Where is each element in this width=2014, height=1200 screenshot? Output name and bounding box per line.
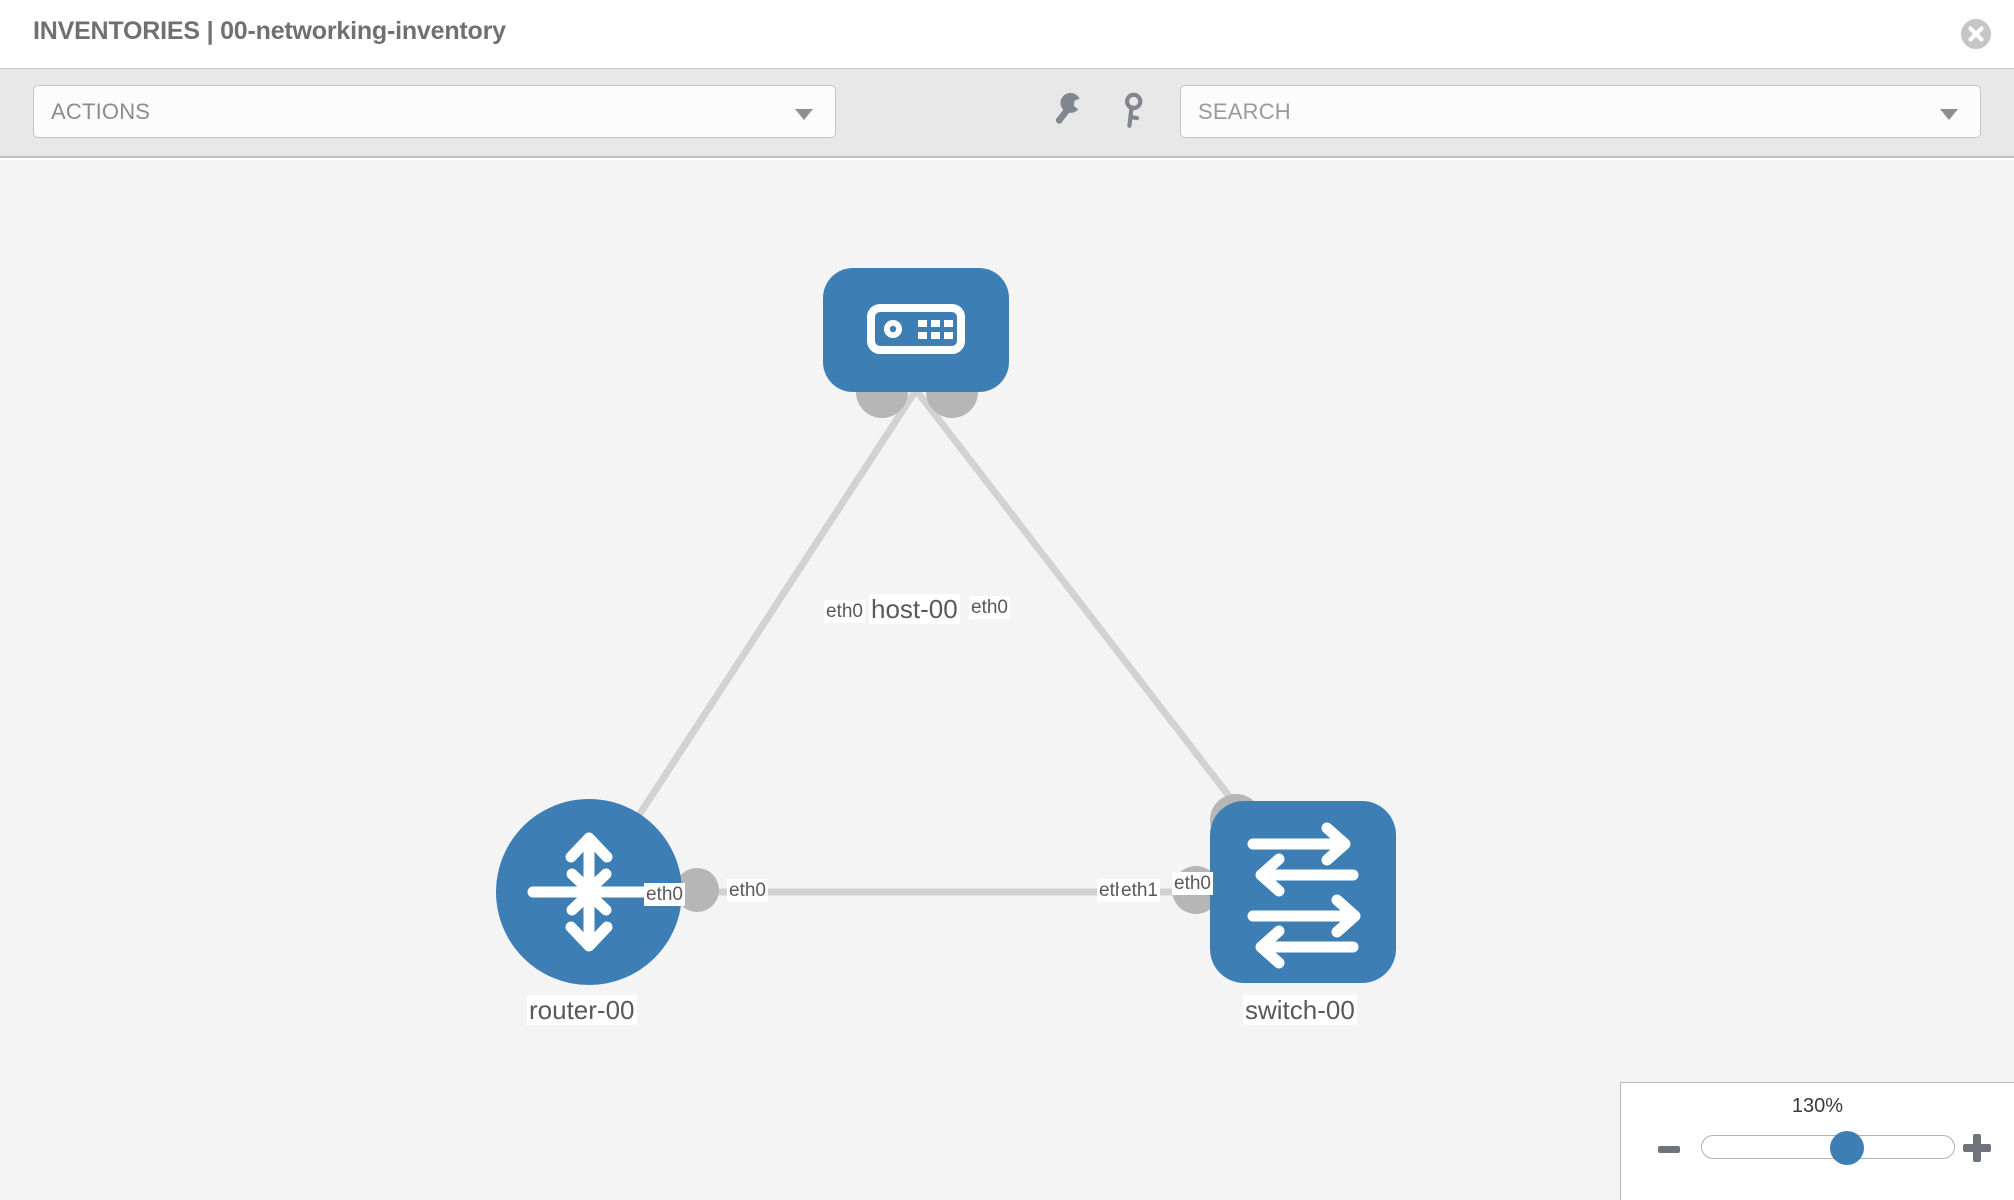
key-icon[interactable] (1112, 90, 1152, 130)
wrench-icon[interactable] (1048, 90, 1088, 130)
key-glyph (1124, 92, 1143, 128)
interface-label: eth0 (824, 600, 865, 623)
actions-dropdown[interactable]: ACTIONS (33, 85, 836, 138)
topology-canvas[interactable]: eth0 eth0 eth0 eth0 eth0 eth0 eth1 host-… (0, 160, 2014, 1200)
close-icon[interactable] (1960, 18, 1992, 50)
interface-label: eth0 (644, 883, 685, 906)
zoom-slider-thumb[interactable] (1830, 1131, 1864, 1165)
link-host-router (586, 388, 919, 894)
zoom-control-panel: 130% (1620, 1082, 2014, 1200)
minus-icon (1658, 1146, 1680, 1153)
zoom-out-button[interactable] (1657, 1138, 1681, 1162)
interface-label: eth0 (1172, 872, 1213, 895)
node-label-router-00: router-00 (527, 995, 637, 1025)
toolbar: ACTIONS SEARCH (0, 68, 2014, 158)
actions-dropdown-label: ACTIONS (51, 99, 151, 124)
interface-label: eth0 (727, 879, 768, 902)
node-router-00[interactable] (496, 799, 682, 985)
connector-router-right (675, 868, 719, 912)
topology-graph (496, 268, 1396, 985)
interface-label: eth1 (1119, 879, 1160, 902)
node-switch-00[interactable] (1210, 801, 1396, 983)
interface-label: eth0 (969, 596, 1010, 619)
server-device-icon (867, 304, 965, 354)
topology-connectors (675, 366, 1262, 914)
chevron-down-icon (795, 109, 813, 120)
node-label-switch-00: switch-00 (1243, 995, 1357, 1025)
search-placeholder: SEARCH (1198, 99, 1291, 124)
plus-icon (1963, 1134, 1991, 1162)
close-circle-icon (1961, 19, 1991, 49)
node-host-00[interactable] (823, 268, 1009, 392)
topology-links (586, 387, 1306, 896)
switch-bidirectional-arrows-icon (1247, 822, 1361, 969)
chevron-down-icon (1940, 109, 1958, 120)
node-label-host-00: host-00 (869, 594, 960, 624)
window-header: INVENTORIES | 00-networking-inventory (0, 0, 2014, 68)
zoom-slider[interactable] (1701, 1131, 1955, 1165)
search-input[interactable]: SEARCH (1180, 85, 1981, 138)
router-four-arrows-icon (527, 832, 651, 952)
wrench-glyph (1055, 92, 1080, 124)
zoom-level-label: 130% (1791, 1095, 1844, 1117)
zoom-in-button[interactable] (1962, 1133, 1992, 1163)
page-title: INVENTORIES | 00-networking-inventory (33, 17, 506, 45)
